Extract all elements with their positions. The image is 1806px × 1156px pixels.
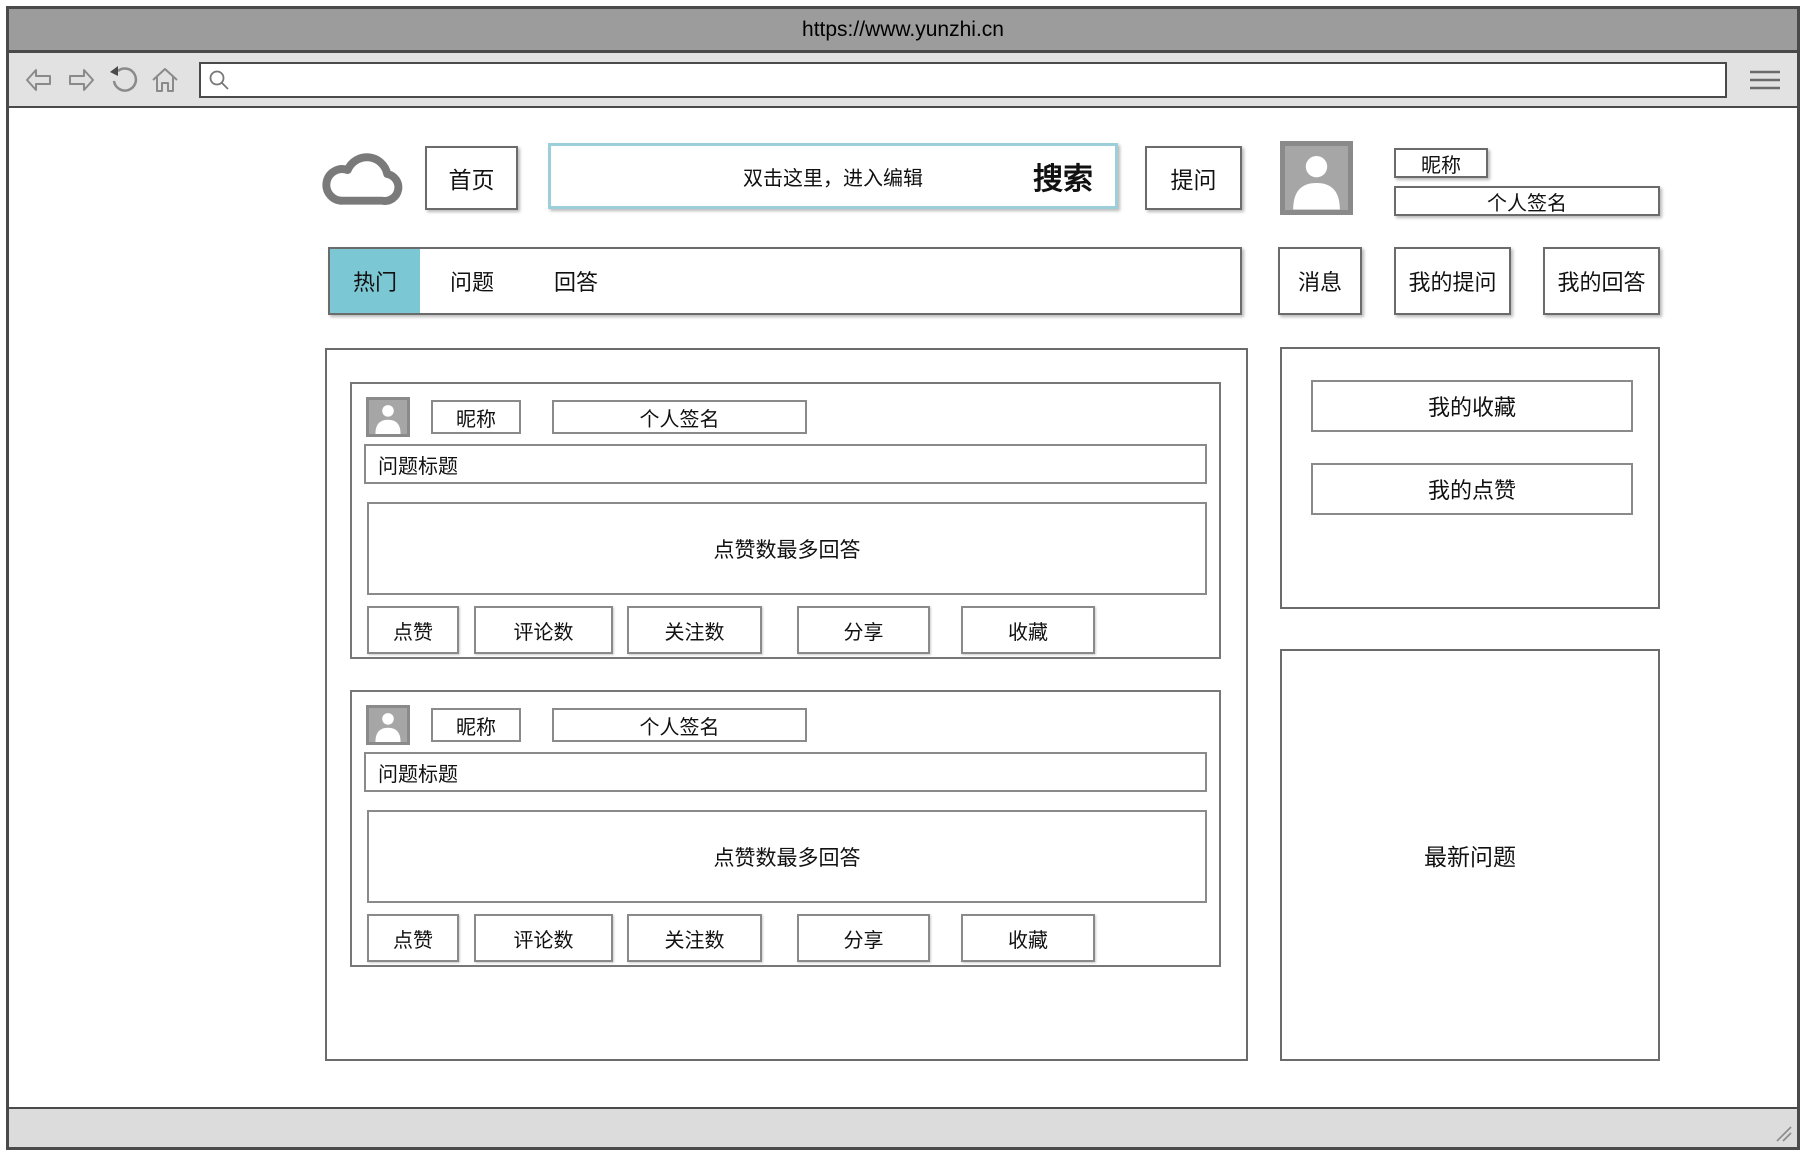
followers-count-button[interactable]: 关注数 — [627, 914, 762, 962]
statusbar — [9, 1107, 1797, 1147]
browser-titlebar: https://www.yunzhi.cn — [9, 9, 1797, 53]
comments-count-button[interactable]: 评论数 — [474, 606, 613, 654]
favorite-button[interactable]: 收藏 — [961, 606, 1095, 654]
address-bar[interactable] — [199, 61, 1727, 98]
card-actions: 点赞 评论数 关注数 分享 收藏 — [367, 606, 1212, 654]
top-answer[interactable]: 点赞数最多回答 — [367, 810, 1207, 903]
ask-question-button[interactable]: 提问 — [1145, 146, 1242, 210]
card-nickname-label: 昵称 — [456, 408, 496, 431]
like-label: 点赞 — [393, 621, 433, 644]
browser-toolbar — [9, 53, 1797, 108]
tab-hot[interactable]: 热门 — [330, 249, 420, 313]
back-arrow-icon[interactable] — [23, 64, 55, 96]
question-title-label: 问题标题 — [378, 455, 458, 478]
followers-count-label: 关注数 — [664, 929, 725, 952]
card-signature-label: 个人签名 — [639, 716, 720, 739]
share-label: 分享 — [843, 621, 884, 644]
my-answers-label: 我的回答 — [1557, 270, 1646, 295]
like-button[interactable]: 点赞 — [367, 606, 459, 654]
top-answer-label: 点赞数最多回答 — [713, 846, 861, 870]
card-actions: 点赞 评论数 关注数 分享 收藏 — [367, 914, 1212, 962]
my-answers-button[interactable]: 我的回答 — [1543, 247, 1660, 315]
comments-count-label: 评论数 — [513, 621, 574, 644]
my-collections-panel: 我的收藏 我的点赞 — [1280, 347, 1660, 609]
favorite-label: 收藏 — [1008, 621, 1048, 644]
question-title-label: 问题标题 — [378, 763, 458, 786]
search-field[interactable]: 双击这里，进入编辑 搜索 — [548, 143, 1118, 209]
person-icon — [375, 713, 401, 742]
feed-tabbar: 热门 问题 回答 — [328, 247, 1242, 315]
refresh-icon[interactable] — [107, 64, 139, 96]
hamburger-icon[interactable] — [1747, 65, 1783, 95]
share-label: 分享 — [843, 929, 884, 952]
top-answer-label: 点赞数最多回答 — [713, 538, 861, 562]
my-questions-button[interactable]: 我的提问 — [1394, 247, 1511, 315]
favorite-label: 收藏 — [1008, 929, 1048, 952]
tab-answers-label: 回答 — [554, 270, 599, 295]
my-questions-label: 我的提问 — [1408, 270, 1497, 295]
card-nickname[interactable]: 昵称 — [431, 708, 521, 742]
latest-questions-label: 最新问题 — [1424, 844, 1516, 870]
person-icon — [1293, 155, 1340, 210]
user-nickname-label: 昵称 — [1421, 154, 1461, 177]
like-label: 点赞 — [393, 929, 433, 952]
card-avatar[interactable] — [366, 397, 410, 437]
user-nickname[interactable]: 昵称 — [1394, 148, 1488, 178]
my-favorites-button[interactable]: 我的收藏 — [1311, 380, 1633, 432]
cloud-logo-icon — [322, 153, 403, 205]
followers-count-label: 关注数 — [664, 621, 725, 644]
share-button[interactable]: 分享 — [797, 914, 930, 962]
share-button[interactable]: 分享 — [797, 606, 930, 654]
page-content: 首页 双击这里，进入编辑 搜索 提问 昵称 个人签名 热门 — [9, 108, 1797, 1107]
messages-button[interactable]: 消息 — [1278, 247, 1362, 315]
comments-count-button[interactable]: 评论数 — [474, 914, 613, 962]
my-favorites-label: 我的收藏 — [1427, 395, 1516, 420]
top-answer[interactable]: 点赞数最多回答 — [367, 502, 1207, 595]
user-avatar[interactable] — [1280, 141, 1353, 215]
resize-grip-icon[interactable] — [1773, 1123, 1793, 1143]
forward-arrow-icon[interactable] — [65, 64, 97, 96]
question-card: 昵称 个人签名 问题标题 点赞数最多回答 点赞 评论数 — [350, 690, 1221, 967]
user-signature-label: 个人签名 — [1487, 192, 1567, 215]
card-avatar[interactable] — [366, 705, 410, 745]
latest-questions-panel[interactable]: 最新问题 — [1280, 649, 1660, 1061]
card-nickname[interactable]: 昵称 — [431, 400, 521, 434]
user-signature[interactable]: 个人签名 — [1394, 186, 1660, 216]
feed-panel: 昵称 个人签名 问题标题 点赞数最多回答 点赞 评论数 — [325, 348, 1248, 1061]
question-title[interactable]: 问题标题 — [364, 444, 1207, 484]
card-signature: 个人签名 — [552, 708, 807, 742]
home-button-label: 首页 — [448, 167, 495, 193]
browser-window: https://www.yunzhi.cn — [6, 6, 1800, 1150]
home-button[interactable]: 首页 — [425, 146, 518, 210]
card-signature-label: 个人签名 — [639, 408, 720, 431]
tab-answers[interactable]: 回答 — [524, 249, 628, 313]
my-likes-button[interactable]: 我的点赞 — [1311, 463, 1633, 515]
card-signature: 个人签名 — [552, 400, 807, 434]
tab-questions-label: 问题 — [450, 270, 495, 295]
search-placeholder: 双击这里，进入编辑 — [743, 167, 923, 190]
comments-count-label: 评论数 — [513, 929, 574, 952]
tab-questions[interactable]: 问题 — [420, 249, 524, 313]
messages-label: 消息 — [1297, 270, 1342, 295]
question-card: 昵称 个人签名 问题标题 点赞数最多回答 点赞 评论数 — [350, 382, 1221, 659]
tab-hot-label: 热门 — [352, 270, 397, 295]
person-icon — [375, 405, 401, 434]
followers-count-button[interactable]: 关注数 — [627, 606, 762, 654]
like-button[interactable]: 点赞 — [367, 914, 459, 962]
card-nickname-label: 昵称 — [456, 716, 496, 739]
search-button[interactable]: 搜索 — [1033, 146, 1093, 206]
question-title[interactable]: 问题标题 — [364, 752, 1207, 792]
favorite-button[interactable]: 收藏 — [961, 914, 1095, 962]
search-button-label: 搜索 — [1033, 163, 1093, 196]
home-icon[interactable] — [149, 64, 181, 96]
ask-question-label: 提问 — [1170, 167, 1217, 193]
page-url: https://www.yunzhi.cn — [802, 17, 1004, 41]
magnifier-icon — [209, 70, 229, 90]
my-likes-label: 我的点赞 — [1427, 478, 1516, 503]
